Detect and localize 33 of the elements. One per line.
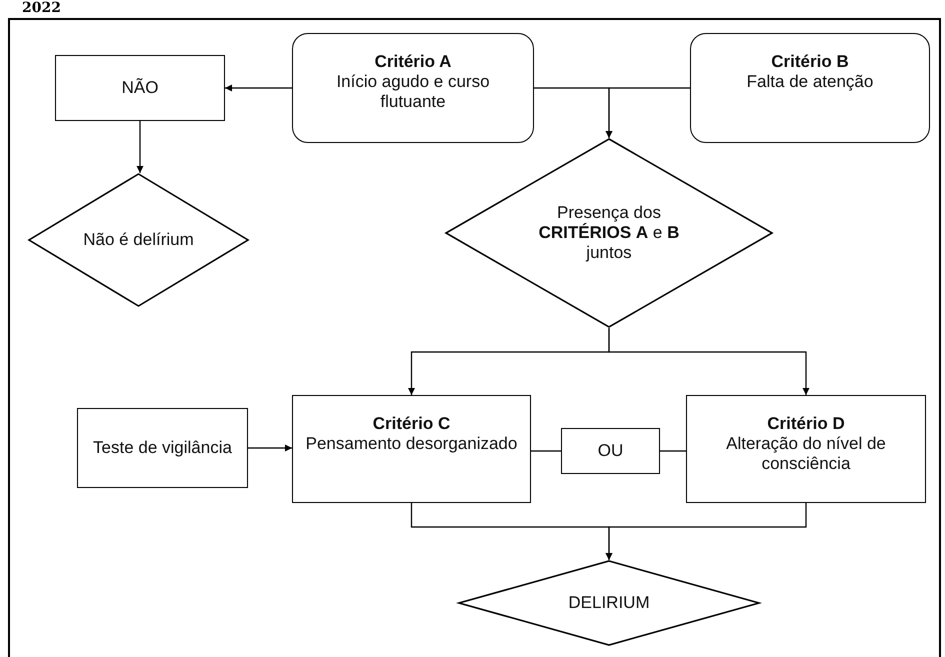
box-text: OU — [598, 441, 624, 461]
box-text: Pensamento desorganizado — [306, 434, 518, 454]
box-text: Alteração do nível de consciência — [725, 434, 887, 474]
box-text: Teste de vigilância — [93, 438, 232, 458]
box-heading: Critério A — [374, 52, 452, 72]
connector-line — [660, 450, 686, 452]
arrow — [136, 121, 144, 173]
arrow — [606, 503, 807, 560]
decision-diamond — [458, 560, 760, 646]
box-heading: Critério D — [767, 414, 845, 434]
box-text: Presença dos CRITÉRIOS A e B juntos — [538, 203, 680, 263]
decision-diamond — [445, 138, 773, 328]
decision-diamond — [28, 173, 249, 307]
box-text: Não é delírium — [83, 230, 194, 250]
process-box — [55, 55, 225, 121]
box-text: NÃO — [122, 78, 158, 98]
process-box — [561, 428, 660, 474]
box-text: Início agudo e curso flutuante — [335, 72, 491, 112]
arrow — [606, 87, 690, 138]
rounded-box — [690, 33, 930, 143]
process-box — [77, 408, 248, 488]
box-heading: Critério B — [771, 52, 849, 72]
year-label: 2022 — [22, 0, 61, 16]
process-box — [686, 395, 926, 503]
connector-line — [531, 450, 561, 452]
arrow — [248, 444, 292, 452]
box-text: DELIRIUM — [568, 593, 650, 613]
box-text: Falta de atenção — [746, 72, 874, 92]
process-box — [292, 395, 531, 503]
arrow — [225, 84, 292, 92]
rounded-box — [292, 33, 534, 143]
arrow — [608, 328, 810, 395]
box-heading: Critério C — [372, 414, 450, 434]
